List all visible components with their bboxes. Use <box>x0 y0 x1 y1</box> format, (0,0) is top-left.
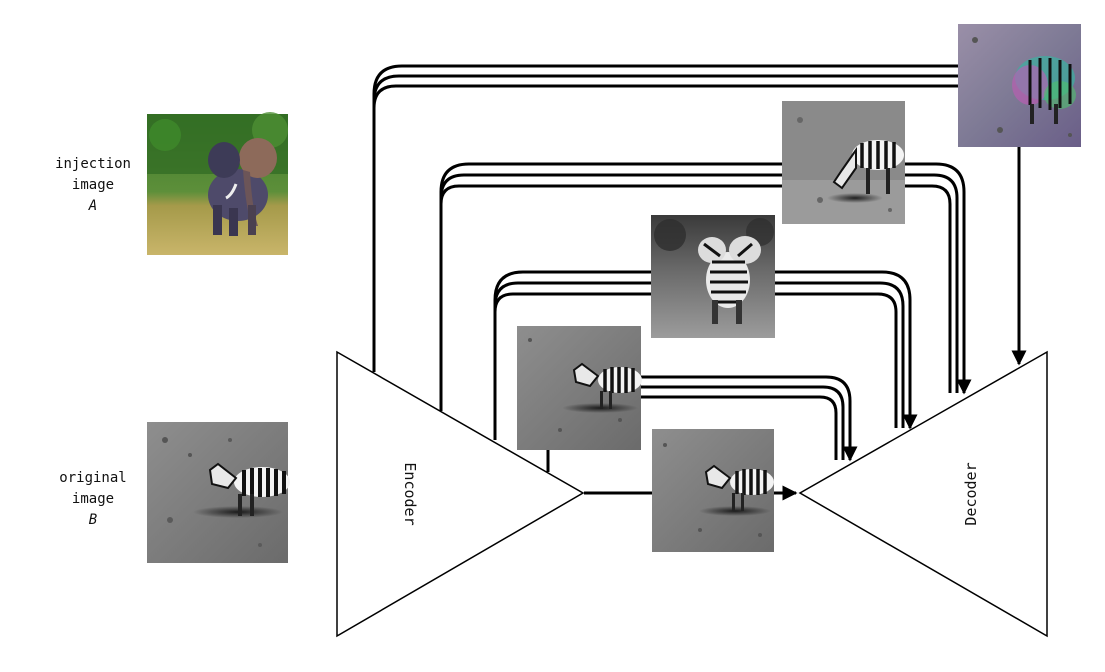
feature-map-outer <box>958 24 1081 147</box>
skip-line-second-1 <box>439 162 972 411</box>
original-label-line-3: B <box>88 512 98 528</box>
feature-map-second <box>782 101 905 224</box>
injection-image <box>147 112 288 255</box>
decoder-label: Decoder <box>962 462 980 525</box>
encoder-block <box>336 350 585 638</box>
feature-map-third <box>651 215 775 338</box>
injection-label-line-1: injection <box>55 156 131 172</box>
skip-line-second-2 <box>439 173 959 411</box>
encoder-label: Encoder <box>401 462 419 525</box>
injection-label-line-3: A <box>88 198 98 214</box>
skip-connections <box>372 64 1027 501</box>
original-image <box>147 422 290 563</box>
skip-line-inner-1 <box>640 375 858 462</box>
skip-line-inner-3 <box>640 395 838 460</box>
original-label-line-1: original <box>59 470 127 486</box>
injection-image-label: injection image A <box>28 154 158 217</box>
skip-line-outer-3 <box>372 84 958 372</box>
bottleneck-output-image <box>652 429 774 552</box>
original-label-line-2: image <box>71 491 115 507</box>
skip-line-second-3 <box>439 184 952 411</box>
injection-label-line-2: image <box>71 177 115 193</box>
skip-line-inner-2 <box>640 385 845 460</box>
feature-map-inner <box>517 326 642 450</box>
decoder-block <box>798 350 1048 638</box>
original-image-label: original image B <box>28 468 158 531</box>
